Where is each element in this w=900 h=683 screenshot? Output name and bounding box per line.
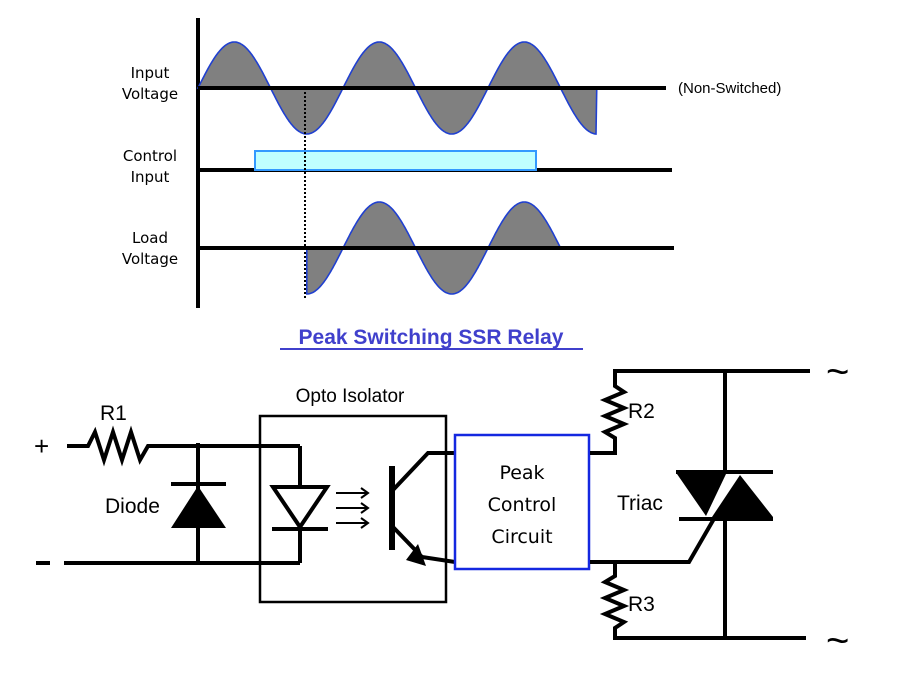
control-input-label-2: Input [131, 168, 170, 186]
triac-down-triangle-icon [677, 474, 726, 516]
input-voltage-label-2: Voltage [122, 85, 178, 103]
plus-terminal: + [34, 431, 49, 461]
opto-isolator-box [258, 414, 448, 604]
diagram-title: Peak Switching SSR Relay [299, 326, 564, 349]
load-voltage-label-2: Voltage [122, 250, 178, 268]
triac-up-triangle-icon [712, 475, 773, 517]
waveform-panel: Input Voltage Control Input Load Voltage… [122, 18, 781, 308]
r1-label: R1 [100, 402, 127, 425]
triac-label: Triac [617, 492, 663, 515]
r2-label: R2 [628, 400, 655, 423]
led-icon [269, 485, 331, 531]
emitter-arrow-icon [406, 544, 426, 566]
r3-resistor [599, 562, 806, 640]
r1-resistor [67, 425, 300, 467]
r3-label: R3 [628, 593, 655, 616]
control-input-label-1: Control [123, 147, 177, 165]
peak-control-circuit-block [453, 433, 591, 571]
ac-terminal-bottom: ~ [826, 619, 849, 663]
r2-resistor [590, 369, 810, 455]
ac-terminal-top: ~ [826, 350, 849, 394]
control-block-line-2: Control [488, 494, 557, 516]
opto-isolator-label: Opto Isolator [296, 386, 405, 407]
diode-icon [171, 486, 226, 528]
diode-label: Diode [105, 495, 160, 518]
control-block-line-1: Peak [499, 462, 544, 484]
input-voltage-label-1: Input [131, 64, 170, 82]
non-switched-annotation: (Non-Switched) [678, 80, 781, 97]
circuit-schematic: + R1 Diode Opto Isolator Peak [34, 350, 849, 663]
gate-lead [590, 515, 717, 564]
control-block-line-3: Circuit [491, 526, 552, 548]
transistor-collector [391, 451, 455, 492]
light-arrows-icon [336, 487, 370, 529]
load-voltage-label-1: Load [132, 229, 168, 247]
control-pulse [254, 150, 537, 171]
